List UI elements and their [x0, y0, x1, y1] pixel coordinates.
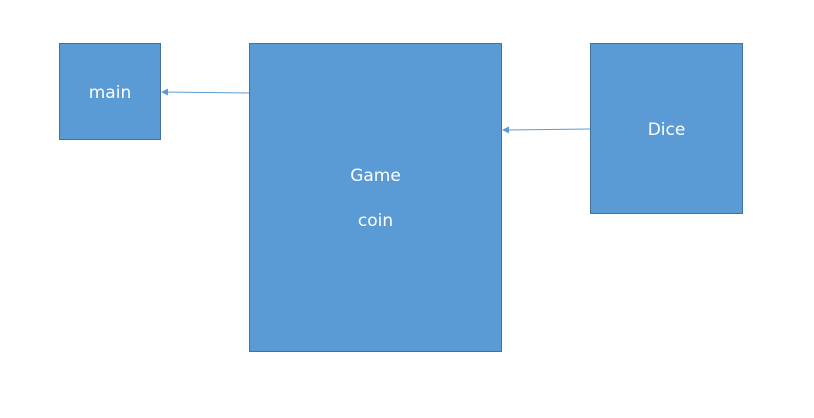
game-box: Game coin	[249, 43, 502, 352]
coin-label: coin	[357, 211, 394, 231]
game-label: Game	[350, 166, 401, 186]
main-box: main	[59, 43, 161, 140]
arrow-game-to-main	[161, 88, 250, 96]
arrow-dice-to-game	[502, 126, 591, 134]
dice-box: Dice	[590, 43, 743, 214]
dice-label: Dice	[647, 120, 686, 140]
main-label: main	[88, 83, 132, 103]
